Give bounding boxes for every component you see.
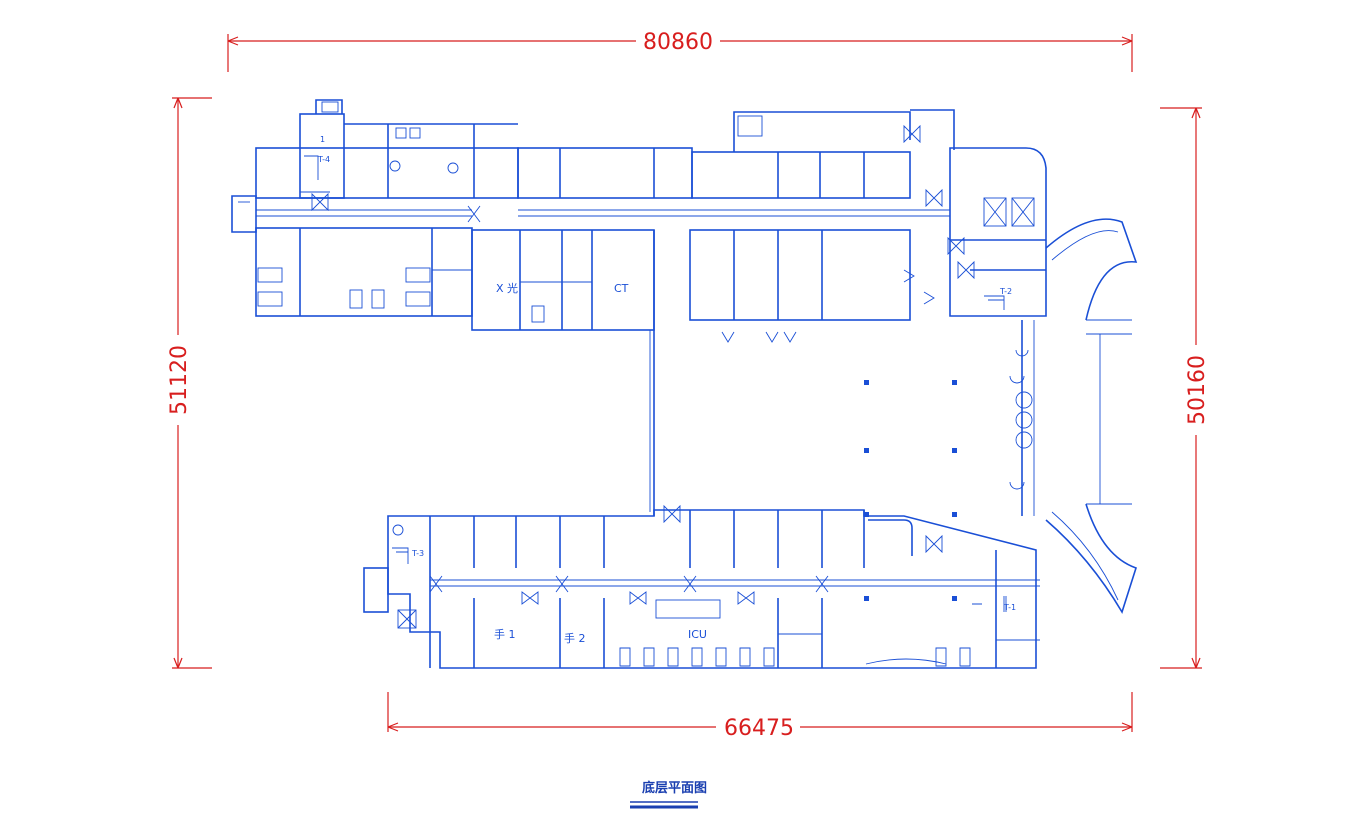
floor-number-label: 1 bbox=[320, 135, 325, 144]
dimension-bottom-label: 66475 bbox=[724, 716, 794, 741]
imaging-block: X 光 CT bbox=[471, 229, 655, 516]
stair-t1-label: T-1 bbox=[1003, 603, 1016, 612]
lobby-columns bbox=[864, 380, 1033, 601]
drawing-title: 底层平面图 bbox=[630, 780, 707, 809]
middle-rooms bbox=[689, 229, 935, 343]
stair-t4-label: T-4 bbox=[317, 155, 330, 164]
dimension-top-label: 80860 bbox=[643, 30, 713, 55]
xray-room-label: X 光 bbox=[496, 281, 518, 295]
ct-room-label: CT bbox=[614, 282, 629, 295]
upper-corridor-block bbox=[517, 109, 955, 217]
dimension-left: 51120 bbox=[167, 97, 212, 669]
icu-label: ICU bbox=[688, 628, 707, 641]
stair-t2-label: T-2 bbox=[999, 287, 1012, 296]
dimension-right: 50160 bbox=[1160, 107, 1210, 669]
dimension-right-label: 50160 bbox=[1185, 355, 1210, 425]
dimension-top: 80860 bbox=[227, 30, 1133, 72]
ward1-label: 手 1 bbox=[494, 627, 516, 641]
entrance-canopy bbox=[1021, 218, 1138, 614]
door-symbols bbox=[311, 124, 1029, 605]
upper-left-wing: 1 T-4 bbox=[231, 99, 519, 317]
ward2-label: 手 2 bbox=[564, 631, 586, 645]
dimension-bottom: 66475 bbox=[387, 692, 1133, 741]
lower-wing: 手 1 手 2 ICU T-3 T-1 bbox=[363, 509, 1040, 669]
stair-t3-label: T-3 bbox=[411, 549, 424, 558]
right-core-block: T-2 bbox=[949, 147, 1047, 317]
drawing-title-label: 底层平面图 bbox=[642, 780, 707, 796]
dimension-left-label: 51120 bbox=[167, 345, 192, 415]
